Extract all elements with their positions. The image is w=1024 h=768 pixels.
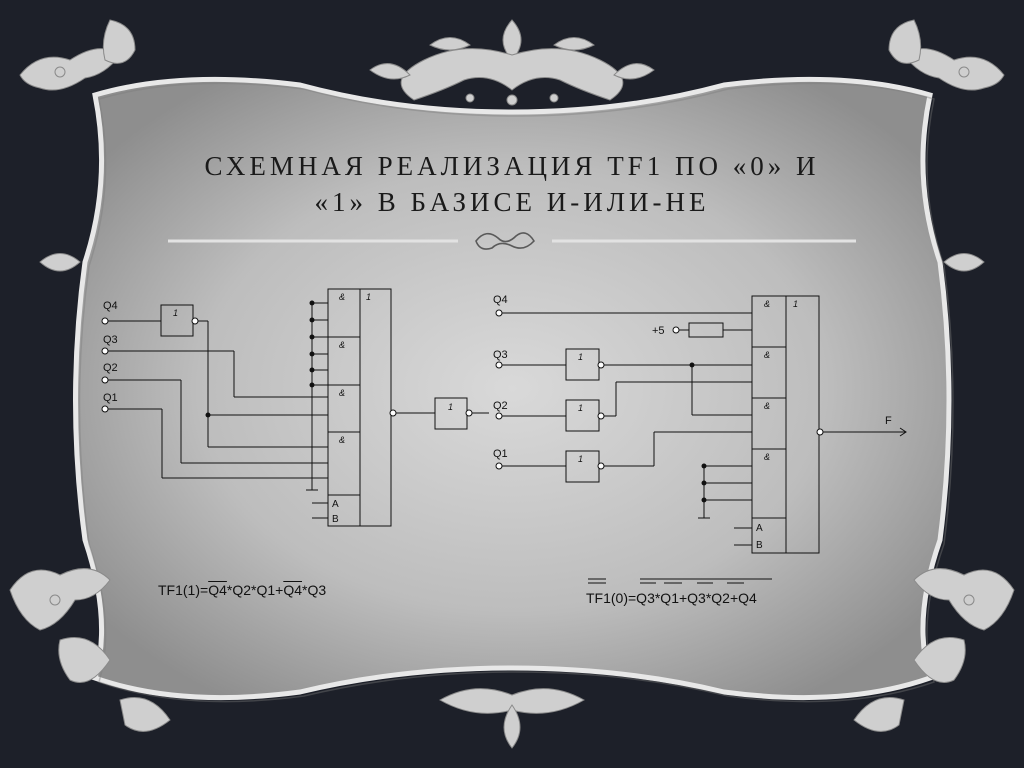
right-a-label: A — [756, 523, 763, 534]
left-chip-output-bubble — [389, 409, 397, 417]
right-q2-label: Q2 — [493, 400, 508, 412]
title-line-1: СХЕМНАЯ РЕАЛИЗАЦИЯ TF1 ПО «0» И — [204, 151, 820, 181]
right-q1-pin — [495, 462, 503, 470]
bottom-ornament — [438, 688, 586, 749]
left-circuit — [107, 288, 435, 527]
slide-title: СХЕМНАЯ РЕАЛИЗАЦИЯ TF1 ПО «0» И «1» В БА… — [160, 148, 864, 220]
left-and-label-2: & — [339, 340, 345, 350]
title-divider — [168, 232, 856, 250]
right-q2-pin — [495, 412, 503, 420]
right-b-label: B — [756, 540, 763, 551]
right-q4-label: Q4 — [493, 294, 508, 306]
right-q3-pin — [495, 361, 503, 369]
left-a-label: A — [332, 499, 339, 510]
right-and-label-1: & — [764, 299, 770, 309]
left-q1-pin — [101, 405, 109, 413]
corner-ornament-bottom-right — [853, 568, 1015, 732]
left-formula-prefix: TF1(1)= — [158, 582, 209, 598]
right-and-label-4: & — [764, 452, 770, 462]
left-q1-label: Q1 — [103, 392, 118, 404]
output-f-label: F — [885, 415, 892, 427]
corner-ornament-bottom-left — [9, 568, 171, 732]
supply-label: +5 — [652, 325, 665, 337]
corner-ornament-top-left — [19, 19, 136, 91]
left-formula-term-2: *Q2*Q1+ — [226, 582, 284, 598]
right-q3-label: Q3 — [493, 349, 508, 361]
left-q4-label: Q4 — [103, 300, 118, 312]
side-ornament-right — [943, 253, 985, 272]
right-or-label: 1 — [793, 299, 798, 309]
left-inverter-output-bubble — [191, 317, 199, 325]
right-inverter-q2-bubble — [597, 412, 605, 420]
left-b-label: B — [332, 514, 339, 525]
left-q4-pin — [101, 317, 109, 325]
title-line-2: «1» В БАЗИСЕ И-ИЛИ-НЕ — [314, 187, 710, 217]
left-q2-label: Q2 — [103, 362, 118, 374]
right-circuit — [502, 295, 907, 554]
side-ornament-left — [39, 253, 81, 272]
right-inverter-q3-bubble — [597, 361, 605, 369]
left-and-label-1: & — [339, 292, 345, 302]
right-and-label-2: & — [764, 350, 770, 360]
left-or-label: 1 — [366, 292, 371, 302]
supply-pin — [672, 326, 680, 334]
top-ornament — [369, 19, 655, 106]
right-and-label-3: & — [764, 401, 770, 411]
left-formula-term-1: Q4 — [208, 582, 227, 598]
right-or-gate — [785, 295, 820, 554]
left-formula-term-4: *Q3 — [302, 582, 327, 598]
junction-dots — [205, 300, 707, 503]
right-inverter-q1-bubble — [597, 462, 605, 470]
left-q2-pin — [101, 376, 109, 384]
corner-ornament-top-right — [888, 19, 1005, 91]
left-q3-pin — [101, 347, 109, 355]
left-inverter-label: 1 — [173, 308, 178, 318]
right-formula-overbars — [588, 578, 772, 584]
pullup-resistor — [688, 322, 724, 338]
left-and-label-4: & — [339, 435, 345, 445]
left-formula-term-3: Q4 — [283, 582, 302, 598]
left-formula: TF1(1)=Q4*Q2*Q1+Q4*Q3 — [158, 582, 326, 598]
right-formula: TF1(0)=Q3*Q1+Q3*Q2+Q4 — [586, 590, 757, 606]
right-q1-label: Q1 — [493, 448, 508, 460]
left-or-gate — [359, 288, 392, 527]
right-inverter-q3-label: 1 — [578, 352, 583, 362]
middle-inverter-output-bubble — [465, 409, 473, 417]
right-q4-pin — [495, 309, 503, 317]
left-and-label-3: & — [339, 388, 345, 398]
middle-inverter-label: 1 — [448, 402, 453, 412]
right-inverter-q2-label: 1 — [578, 403, 583, 413]
right-formula-text: TF1(0)=Q3*Q1+Q3*Q2+Q4 — [586, 590, 757, 606]
right-chip-output-bubble — [816, 428, 824, 436]
left-q3-label: Q3 — [103, 334, 118, 346]
right-inverter-q1-label: 1 — [578, 454, 583, 464]
